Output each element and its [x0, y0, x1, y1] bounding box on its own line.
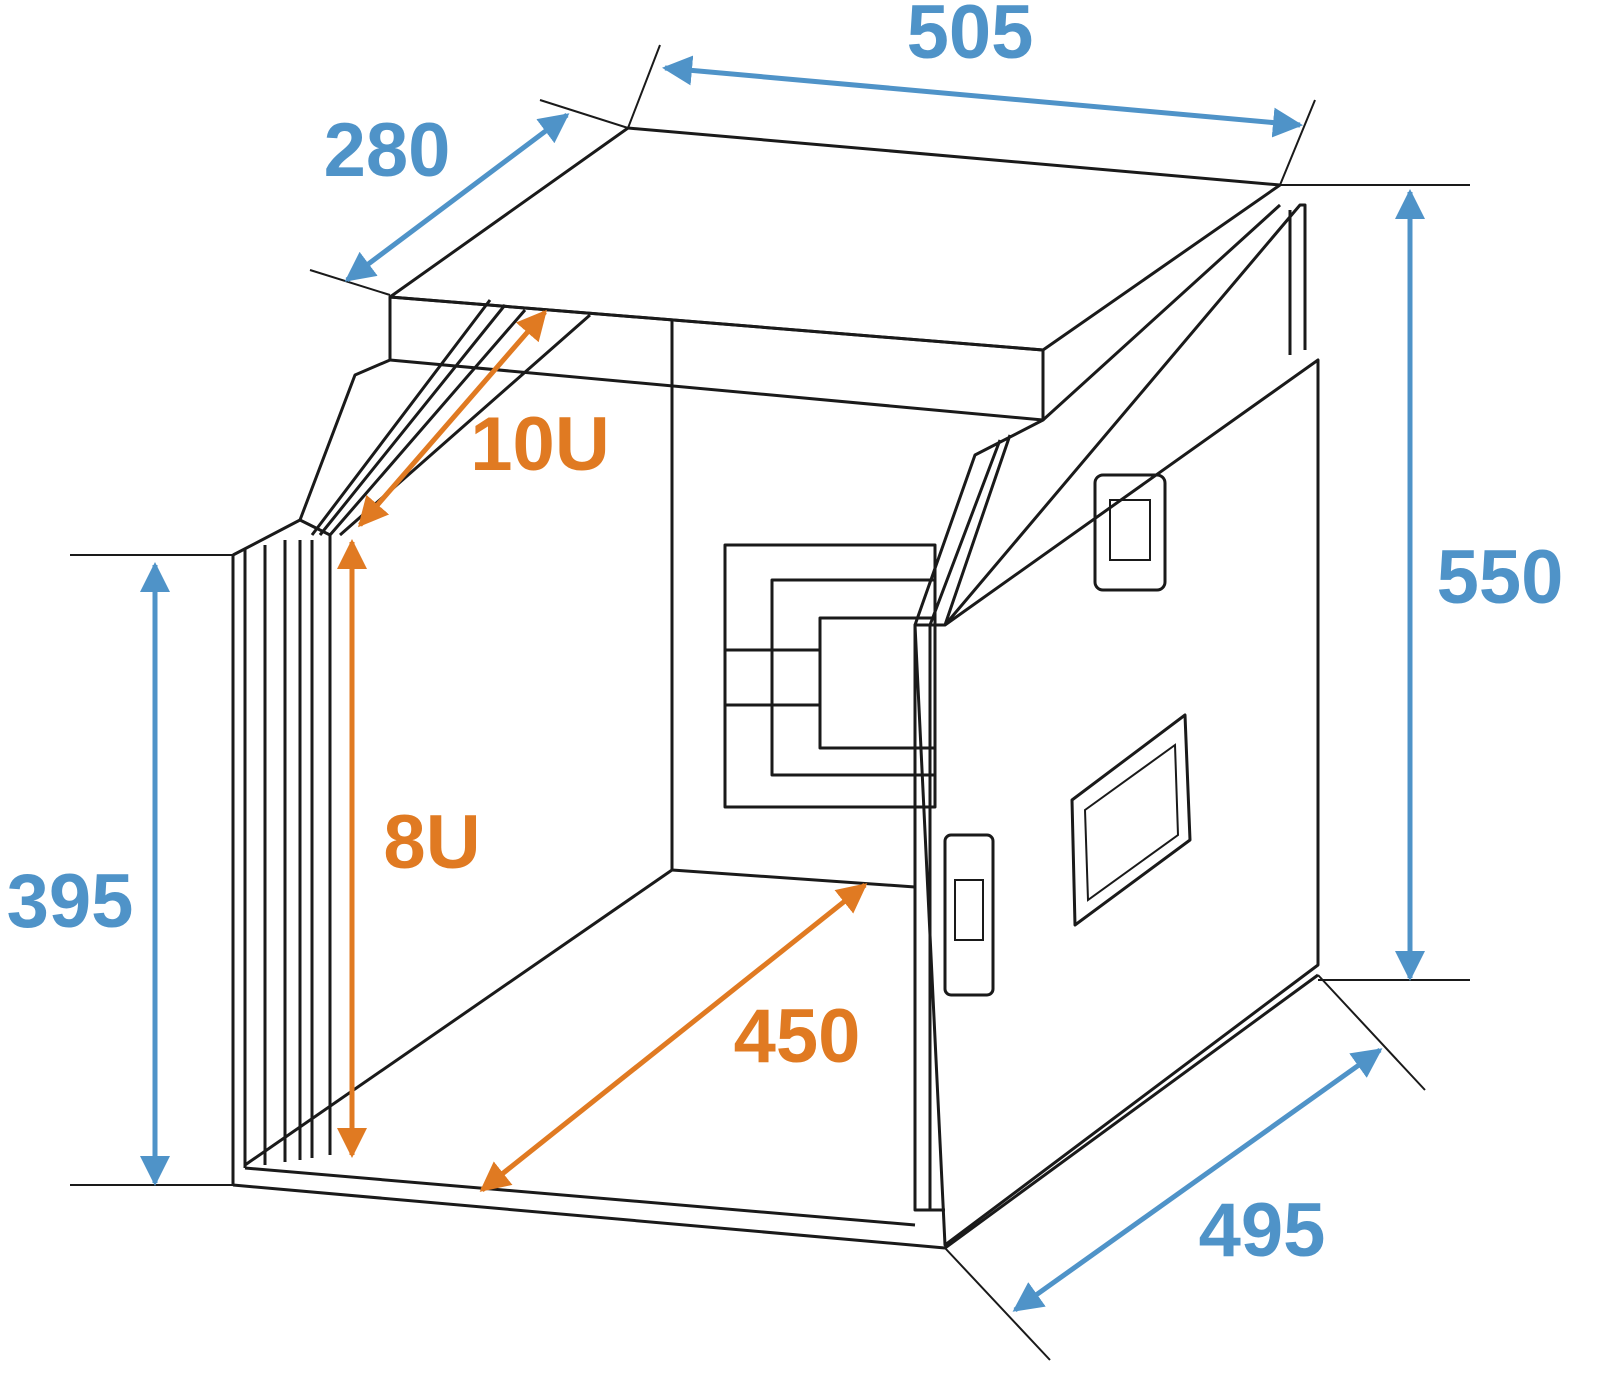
upper-rack-label: 10U — [470, 402, 609, 487]
lid — [388, 126, 1282, 422]
lid-depth-label: 280 — [324, 108, 451, 193]
lower-rack-label: 8U — [383, 800, 480, 885]
height-label: 550 — [1437, 535, 1564, 620]
depth-arrow — [1012, 1047, 1383, 1313]
side-latch — [1093, 473, 1167, 592]
side-handle — [1070, 713, 1192, 927]
inner-depth-label: 450 — [734, 994, 861, 1079]
front-height-label: 395 — [7, 859, 134, 944]
upper-rack-arrow — [358, 309, 547, 528]
lid-depth-arrow — [344, 113, 570, 282]
extension-lines — [70, 44, 1470, 1361]
rear-panel-opening — [723, 543, 937, 809]
depth-label: 495 — [1199, 1188, 1326, 1273]
rear-latch — [723, 648, 822, 707]
width-label: 505 — [907, 0, 1034, 75]
width-arrow — [662, 55, 1303, 138]
front-latch — [943, 833, 995, 997]
inner-depth-arrow — [479, 883, 868, 1192]
